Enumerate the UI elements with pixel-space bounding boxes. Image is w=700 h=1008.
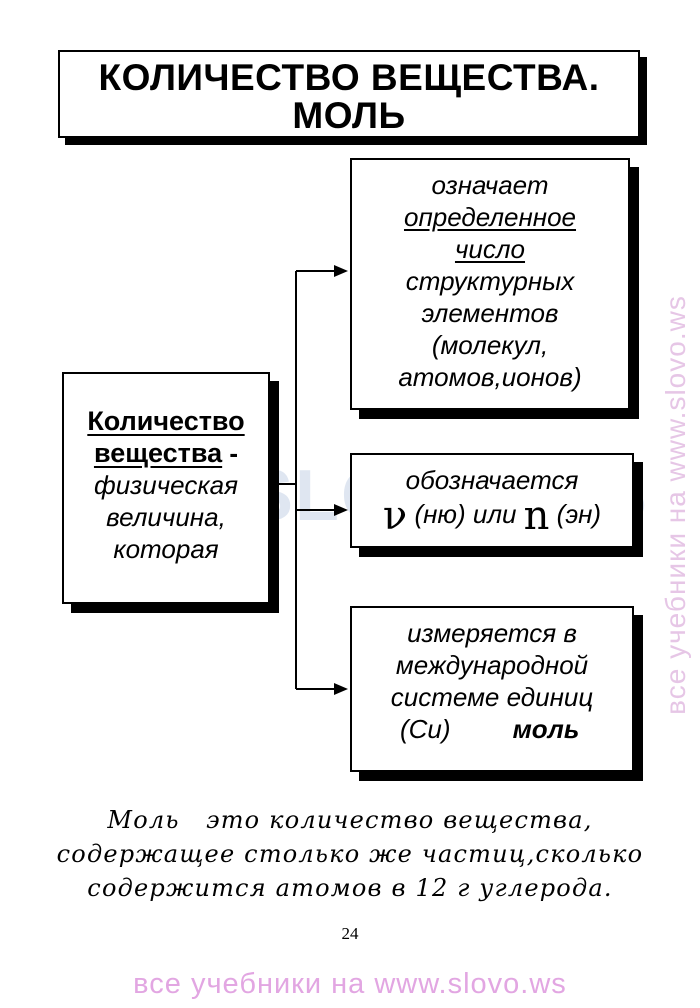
nu-label: (ню) или bbox=[407, 499, 524, 529]
page-number: 24 bbox=[341, 924, 359, 943]
left-line-5: которая bbox=[113, 534, 219, 564]
arrowhead-1 bbox=[334, 265, 348, 277]
n-label: (эн) bbox=[549, 499, 602, 529]
definition-subject-box: Количество вещества - физическая величин… bbox=[62, 372, 270, 604]
term-heading-1: Количество bbox=[87, 406, 245, 436]
mole-definition-line-1: Моль это количество вещества, bbox=[107, 806, 593, 834]
meaning-line-2: определенное bbox=[403, 202, 577, 232]
title-line-1: КОЛИЧЕСТВО ВЕЩЕСТВА. bbox=[98, 57, 600, 98]
nu-symbol: ν bbox=[382, 493, 408, 539]
notation-box: обозначается ν (ню) или n (эн) bbox=[350, 453, 634, 548]
mole-unit: моль bbox=[512, 714, 580, 744]
term-dash: - bbox=[222, 438, 239, 468]
unit-line-3: системе единиц bbox=[390, 682, 594, 712]
n-symbol: n bbox=[523, 493, 550, 539]
mole-definition-line-2: содержащее столько же частиц,сколько bbox=[56, 840, 644, 868]
unit-box: измеряется в международной системе едини… bbox=[350, 606, 634, 772]
arrowhead-2 bbox=[334, 504, 348, 516]
left-line-4: величина, bbox=[106, 502, 226, 532]
term-heading-2: вещества bbox=[93, 438, 223, 468]
notation-line-1: обозначается bbox=[405, 465, 579, 495]
meaning-line-4: структурных bbox=[405, 266, 575, 296]
meaning-line-7: атомов,ионов) bbox=[398, 362, 582, 392]
si-label: (Си) bbox=[400, 714, 451, 744]
meaning-line-6: (молекул, bbox=[431, 330, 549, 360]
bottom-watermark: все учебники на www.slovo.ws bbox=[133, 968, 567, 1000]
left-line-3: физическая bbox=[94, 470, 238, 500]
arrowhead-3 bbox=[334, 683, 348, 695]
mole-definition-line-3: содержится атомов в 12 г углерода. bbox=[87, 874, 613, 902]
title-box: КОЛИЧЕСТВО ВЕЩЕСТВА. МОЛЬ bbox=[58, 50, 640, 138]
meaning-box: означает определенное число структурных … bbox=[350, 158, 630, 410]
meaning-line-1: означает bbox=[431, 170, 549, 200]
side-watermark: все учебники на www.slovo.ws bbox=[660, 295, 691, 715]
unit-line-1: измеряется в bbox=[407, 618, 577, 648]
meaning-line-5: элементов bbox=[421, 298, 559, 328]
title-line-2: МОЛЬ bbox=[292, 95, 406, 136]
meaning-line-3: число bbox=[454, 234, 526, 264]
unit-line-2: международной bbox=[395, 650, 589, 680]
